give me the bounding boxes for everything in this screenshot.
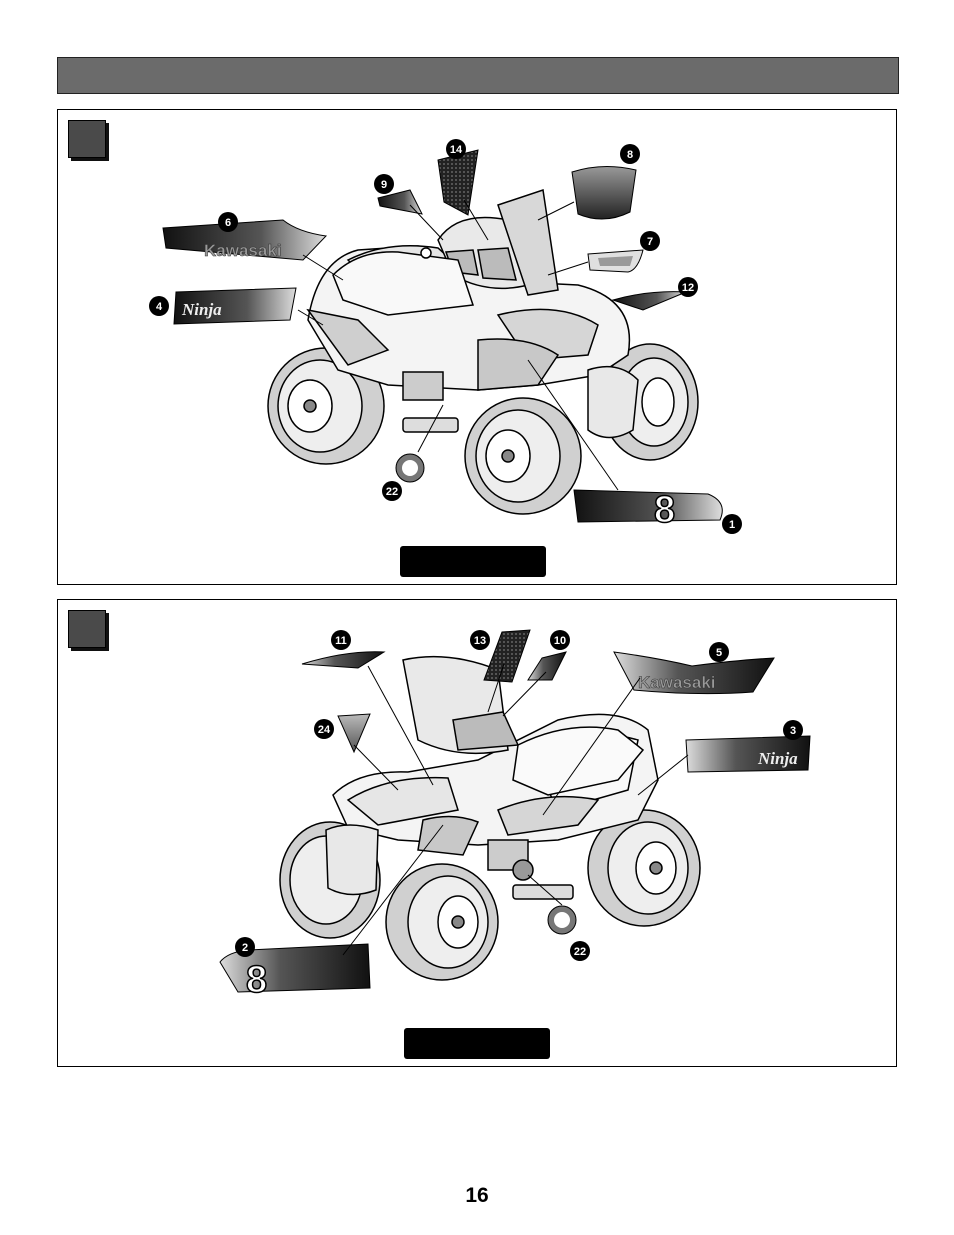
leader-lines bbox=[342, 663, 689, 956]
callout-22: 22 bbox=[382, 481, 402, 501]
decal-24-stripe bbox=[337, 713, 371, 754]
front-left-wheel bbox=[464, 397, 582, 515]
page-number: 16 bbox=[465, 1184, 489, 1207]
svg-text:9: 9 bbox=[381, 179, 387, 191]
svg-text:3: 3 bbox=[790, 725, 796, 737]
callout-14: 14 bbox=[446, 139, 466, 159]
decal-text-model: Ninja bbox=[181, 300, 222, 319]
decal-12-fender-stripe bbox=[611, 291, 687, 311]
svg-text:22: 22 bbox=[574, 946, 586, 958]
atv-illustration bbox=[267, 189, 699, 515]
decal-text-model: Ninja bbox=[757, 749, 798, 768]
decal-8-windscreen bbox=[571, 165, 637, 220]
rear-right-wheel bbox=[587, 809, 701, 927]
svg-text:22: 22 bbox=[386, 486, 398, 498]
callout-11: 11 bbox=[331, 630, 351, 650]
callout-12: 12 bbox=[678, 277, 698, 297]
decal-9-small-stripe bbox=[377, 189, 423, 215]
callout-markers: 11 13 10 5 24 3 2 22 bbox=[235, 630, 803, 961]
svg-text:1: 1 bbox=[729, 519, 735, 531]
svg-text:10: 10 bbox=[554, 635, 566, 647]
decal-text-number: 8 bbox=[654, 489, 675, 531]
rear-left-wheel bbox=[267, 347, 385, 465]
decal-11-fender-stripe bbox=[301, 651, 386, 669]
decal-2-number-plate: 8 bbox=[219, 943, 371, 1002]
step-indicator-box bbox=[68, 610, 106, 648]
decal-1-number-plate: 8 bbox=[573, 488, 723, 532]
step-indicator-box bbox=[68, 120, 106, 158]
leader-lines bbox=[297, 199, 619, 491]
callout-markers: 14 8 9 6 7 12 4 22 1 bbox=[149, 139, 742, 534]
decal-10-small-stripe bbox=[527, 651, 567, 681]
svg-text:4: 4 bbox=[156, 301, 163, 313]
atv-diagram-top: Kawasaki Ninja 8 14 8 9 6 bbox=[149, 139, 742, 534]
callout-6: 6 bbox=[218, 212, 238, 232]
callout-5: 5 bbox=[709, 642, 729, 662]
svg-text:5: 5 bbox=[716, 647, 722, 659]
callout-24: 24 bbox=[314, 719, 334, 739]
front-left-wheel bbox=[385, 863, 499, 981]
decal-22-round-badge bbox=[395, 453, 425, 483]
decal-13-side-panel bbox=[483, 629, 531, 683]
callout-1: 1 bbox=[722, 514, 742, 534]
decal-14-side-panel bbox=[437, 149, 479, 216]
svg-text:12: 12 bbox=[682, 282, 694, 294]
decal-3-ninja: Ninja bbox=[685, 735, 811, 773]
diagram-panel-bottom: Kawasaki Ninja 8 11 13 10 5 bbox=[57, 599, 897, 1067]
atv-illustration bbox=[279, 655, 701, 981]
svg-text:6: 6 bbox=[225, 217, 231, 229]
callout-3: 3 bbox=[783, 720, 803, 740]
svg-text:24: 24 bbox=[318, 724, 331, 736]
callout-22: 22 bbox=[570, 941, 590, 961]
view-label-bar bbox=[400, 546, 546, 577]
decal-text-brand: Kawasaki bbox=[204, 241, 282, 260]
decal-6-kawasaki-long: Kawasaki bbox=[162, 219, 328, 261]
svg-text:7: 7 bbox=[647, 236, 653, 248]
decal-text-number: 8 bbox=[246, 959, 267, 1001]
svg-text:2: 2 bbox=[242, 942, 248, 954]
callout-9: 9 bbox=[374, 174, 394, 194]
callout-10: 10 bbox=[550, 630, 570, 650]
svg-text:14: 14 bbox=[450, 144, 463, 156]
section-header-bar bbox=[57, 57, 899, 94]
callout-2: 2 bbox=[235, 937, 255, 957]
callout-7: 7 bbox=[640, 231, 660, 251]
svg-text:11: 11 bbox=[335, 635, 347, 647]
view-label-bar bbox=[404, 1028, 550, 1059]
decal-4-ninja: Ninja bbox=[173, 287, 297, 325]
diagram-panel-top: Kawasaki Ninja 8 14 8 9 6 bbox=[57, 109, 897, 585]
callout-13: 13 bbox=[470, 630, 490, 650]
svg-text:8: 8 bbox=[627, 149, 633, 161]
decal-text-brand: Kawasaki bbox=[638, 673, 716, 692]
atv-diagram-bottom: Kawasaki Ninja 8 11 13 10 5 bbox=[219, 629, 811, 1002]
callout-4: 4 bbox=[149, 296, 169, 316]
svg-text:13: 13 bbox=[474, 635, 486, 647]
callout-8: 8 bbox=[620, 144, 640, 164]
decal-7-light bbox=[587, 249, 644, 273]
decal-22-round-badge bbox=[547, 905, 577, 935]
decal-5-kawasaki-long: Kawasaki bbox=[613, 651, 775, 695]
